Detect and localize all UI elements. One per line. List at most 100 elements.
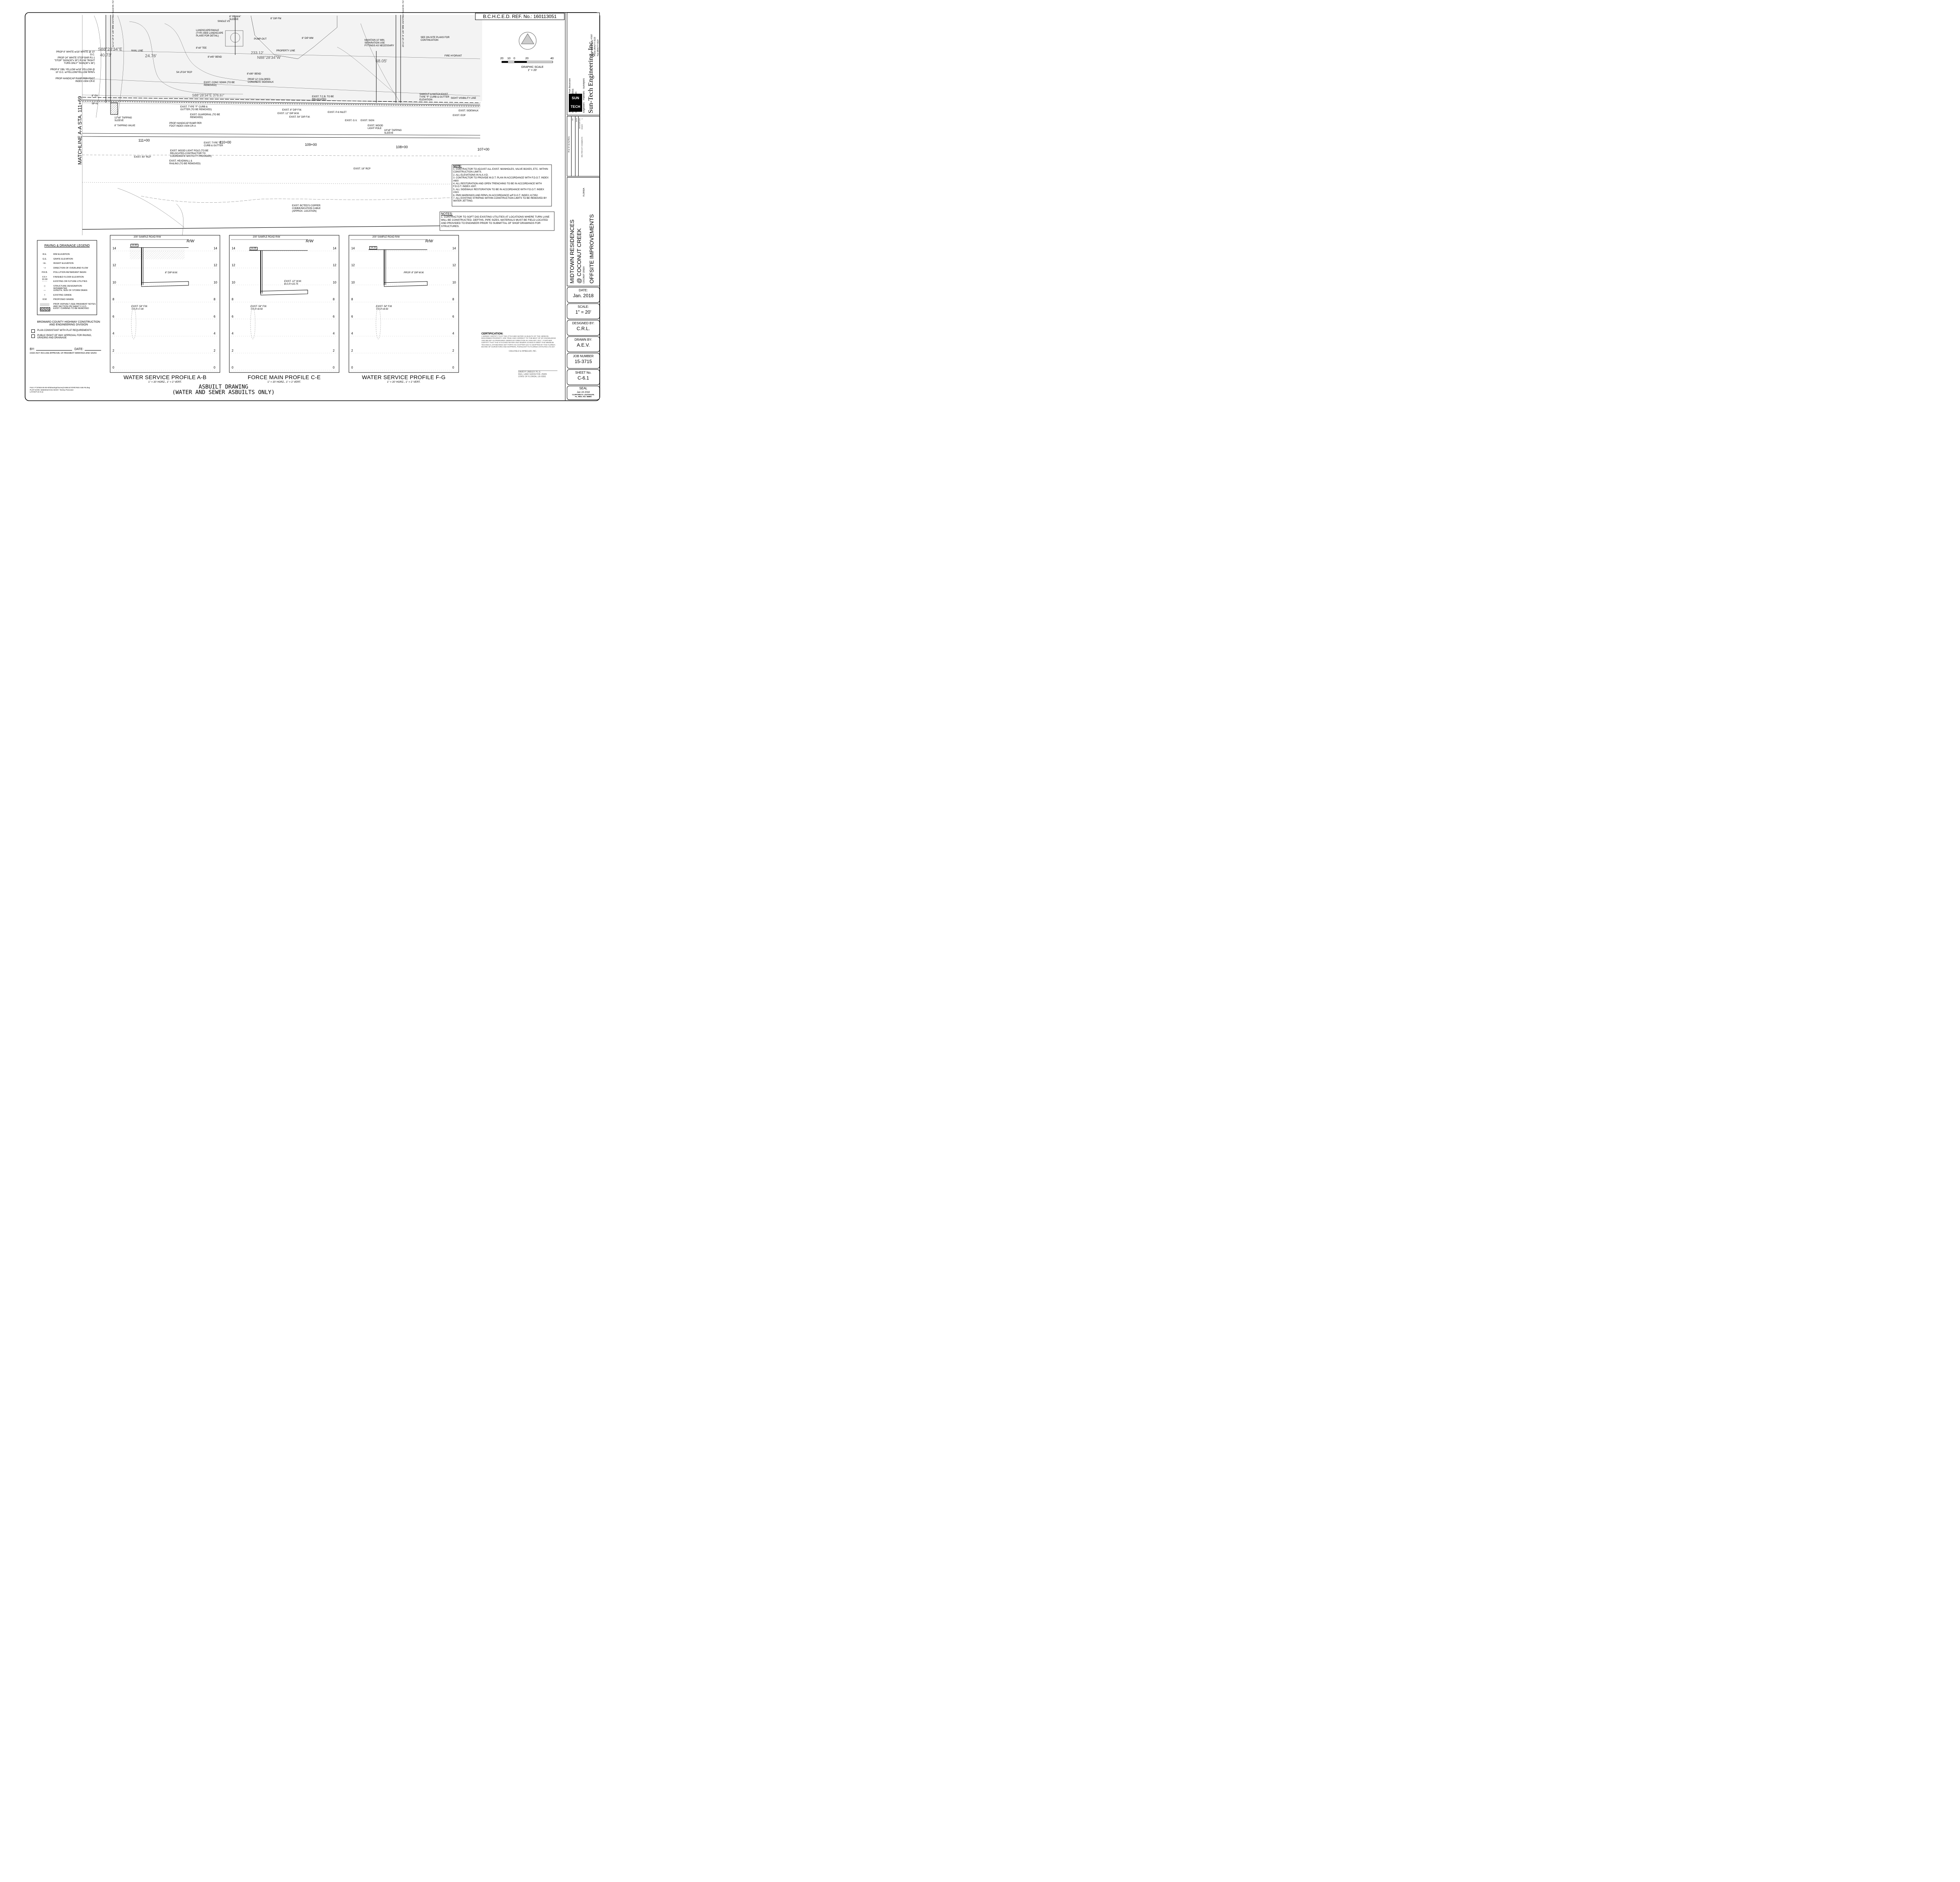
grade-elevation: 14.15 [369,246,377,249]
file-path: FILE: P:\37603-00-00-00\drawings\Survey\… [30,387,90,389]
existing-force-main [376,307,381,339]
grade-elevation: 14.40 [131,244,138,247]
profile-title: WATER SERVICE PROFILE A-B [123,374,207,380]
existing-fm-callout: EXIST. 54" F.M. T.O.P.=7.00 [131,305,148,311]
layout-name: LAYOUT: [C-6.1] [30,391,43,393]
plan-callout: 12"x8" TAPPING SLEEVE [114,117,132,122]
job-value: 15-3715 [574,359,592,364]
plan-callout: EXIST. TYPE "F" CURB & GUTTER [204,142,223,147]
plan-callout: EXIST. WOOD LIGHT POLE (TO BE RELOCATED-… [170,150,212,158]
elevation-tick-label: 4 [113,332,114,336]
elevation-tick-label: 2 [333,349,335,352]
certification-text: I HEREBY CERTIFY THAT THE ATTACHED WATER… [481,335,556,348]
plan-callout: EXIST. 12" DIP W.M. [278,113,299,115]
asbuilt-label: ASBUILT DRAWING (WATER AND SEWER ASBUILT… [161,384,286,395]
legend-text: DIRECTION OF OVERLAND FLOW [53,267,88,269]
legend-row: —LENGTH, SIZE OF STORM DRAIN [38,289,96,293]
scale-tick: 40 [550,56,554,60]
station-label: 111+00 [138,138,150,142]
plan-callout: PROP 6" DBL YELLOW w/18' YELLOW @ 10' O.… [50,69,95,74]
elevation-tick-label: 10 [214,280,217,284]
graphic-scale-sub: 1" = 20' [528,69,537,72]
station-label: 107+00 [477,147,490,151]
plan-callout: PROP 24" WHITE STOP BAR R1-1 "STOP" SIGN… [54,57,95,65]
graphic-scale-bar [501,61,553,63]
plan-callout: EXIST. EOP [453,114,466,117]
elevation-tick-label: 14 [232,247,235,250]
sheet-title: OFFSITE IMPROVEMENTS [588,214,595,283]
elevation-tick-label: 2 [452,349,454,352]
legend-text: PROP. ASPHALT (SEE PAVEMENT NOTES AND SE… [53,303,96,308]
note-item: 2. ALL ELEVATIONS IN N.A.V.D. [453,173,489,176]
plan-callout: PROP 12' COLORED CONCRETE SIDEWALK [248,78,274,84]
elevation-tick-label: 8 [214,298,216,302]
legend-text: FINISHED FLOOR ELEVATION [53,276,84,278]
distance-label: 24.76' [145,54,157,58]
plan-callout: EXIST. 60" RCP [134,156,151,158]
plot-date: PLOT DATE: 6/26/2018 9:04 AM BY: Tommy P… [30,389,74,391]
checkbox[interactable] [31,329,35,333]
sheet-number-box: SHEET No.C-6.1 [567,369,600,385]
scale-tick: 10 [507,56,511,60]
legend-text: RIM ELEVATION [53,253,70,256]
plan-callout: SP #1 [92,103,98,105]
project-state: FLORIDA [583,188,585,196]
certification: CERTIFICATION: I HEREBY CERTIFY THAT THE… [481,332,556,352]
project-city: COCONUT CREEK [583,266,585,283]
legend-text: EXIST. CURBING TO BE REMOVED [53,307,89,310]
plan-callout: EXIST. TYPE "F" CURB & GUTTER (TO BE REM… [180,106,212,111]
row-label: 200' SAMPLE ROAD R/W [134,236,161,238]
elevation-tick-label: 10 [232,280,235,284]
elevation-tick-label: 8 [351,298,353,302]
asphalt-section [130,247,185,251]
drawn-value: A.E.V. [577,342,590,348]
plan-callout: EXIST. P-6 INLET [328,111,347,114]
plan-callout: EXIST. BCTED'S COPPER COMMUNICATION CABL… [292,205,321,213]
elevation-tick-label: 8 [333,298,335,302]
distance-label: 68.05' [376,59,387,64]
profile-scale: 1" = 20' HORZ., 1" = 2' VERT. [148,381,182,383]
elevation-tick-label: 4 [232,332,234,336]
pipe-callout: PROP. 8" DIP W.M. [404,271,424,274]
company-phone: Phone (954)777-3123 [594,37,596,56]
elevation-tick-label: 4 [333,332,335,336]
existing-fm-callout: EXIST. 54" F.M. T.O.P.=8.50 [250,305,267,311]
plan-callout: 8"x45° BEND [208,56,222,58]
grade-elevation: 14.05 [250,247,258,250]
elevation-tick-label: 6 [232,314,234,318]
plan-boundary [82,15,482,236]
legend-symbol: — [44,289,46,292]
elevation-tick-label: 14 [333,247,336,250]
pipe-callout: EXIST. 12" W.M. B.O.P.=10.75 [284,280,302,285]
general-notes: NOTE: 1. CONTRACTOR TO ADJUST ALL EXIST.… [453,165,550,203]
approval-check-row: PUBLIC RIGHT OF WAY APPROVAL FOR PAVING,… [31,334,106,339]
row-label: 200' SAMPLE ROAD R/W [253,236,280,238]
plan-callout: EXIST. SIGN [361,120,374,122]
reference-number: B.C.H.C.E.D. REF. No.: 160113051 [475,13,564,20]
legend-symbol: × [44,294,45,296]
rw-marker: R/W [187,239,194,243]
plan-callout: EXIST. CONC SDWK (TO BE REMOVED) [204,82,235,87]
elevation-tick-label: 14 [452,247,456,250]
seal-engineer: CLIFFORD R. LOUTAN,P.E. [572,394,595,396]
designed-value: C.R.L. [576,326,590,331]
profile-frame [229,235,339,373]
elevation-tick-label: 10 [333,280,336,284]
base-section [130,251,185,260]
legend-row: PROP. ASPHALT (SEE PAVEMENT NOTES AND SE… [38,303,96,308]
date-value: Jan. 2018 [573,293,594,298]
elevation-tick-label: 12 [452,263,456,267]
legend-symbol: ◇ [44,285,46,287]
seal-date: Jan 24 2018 [577,391,590,394]
plan-callout: 8" GV [92,95,98,97]
certification-title: CERTIFICATION: [481,332,503,335]
plan-callout: FIRE HYDRANT [445,55,462,57]
elevation-tick-label: 0 [351,366,353,369]
note-item: 1. CONTRACTOR TO ADJUST ALL EXIST. MANHO… [453,168,548,174]
row-label: 200' SAMPLE ROAD R/W [372,236,400,238]
legend-text: EXISTING OR FUTURE UTILITIES [53,280,87,283]
checkbox[interactable] [31,334,35,338]
legend-text: INVERT ELEVATION [53,262,74,265]
